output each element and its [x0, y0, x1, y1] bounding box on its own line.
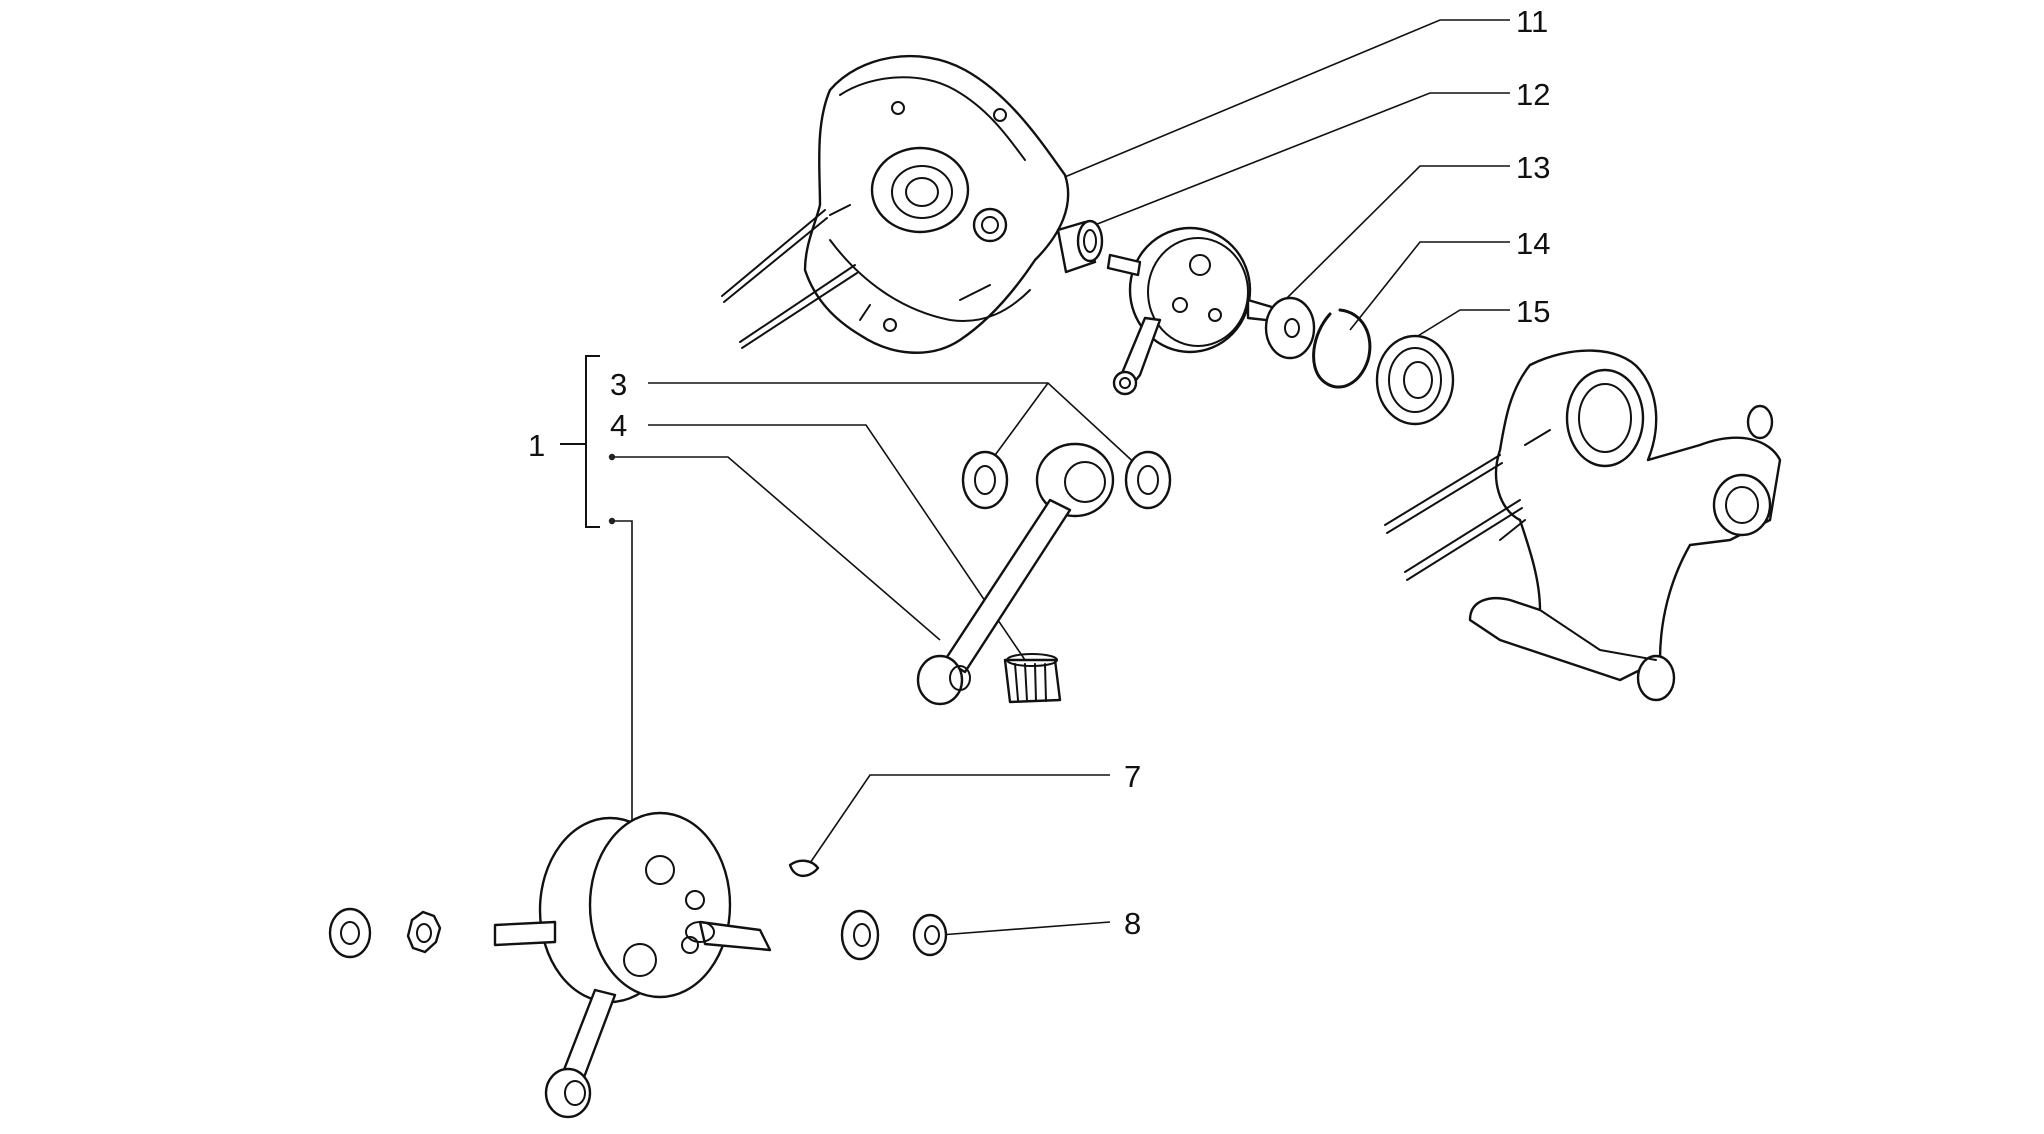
callout-labels: 1 3 4 7 8 11 12 13 14 15: [528, 4, 1550, 941]
callout-8: 8: [1124, 906, 1141, 941]
woodruff-key-drawing: [788, 859, 820, 878]
callout-15: 15: [1516, 294, 1550, 329]
leader-3b: [989, 382, 1049, 463]
ball-bearing-drawing: [1375, 334, 1455, 426]
washer-drawing: [1264, 296, 1316, 360]
bushing-drawing: [1056, 219, 1104, 274]
leader-crankshaft: [612, 520, 633, 850]
callout-12: 12: [1516, 77, 1550, 112]
leader-14: [1349, 241, 1510, 331]
leader-lines: [612, 19, 1510, 936]
leader-rod: [612, 456, 941, 641]
callout-7: 7: [1124, 759, 1141, 794]
leader-7: [807, 774, 1110, 867]
nut-and-lockwasher-drawing: [328, 907, 442, 959]
callout-4: 4: [610, 408, 627, 443]
crankshaft-drawing: [493, 811, 772, 1119]
callout-11: 11: [1516, 4, 1548, 39]
leader-11: [1047, 19, 1510, 185]
small-crankshaft-drawing: [1106, 226, 1286, 396]
callout-3: 3: [610, 367, 627, 402]
callout-1: 1: [528, 428, 545, 463]
circlip-drawing: [1312, 308, 1372, 389]
callout-13: 13: [1516, 150, 1550, 185]
leader-12: [1081, 92, 1510, 231]
leader-8: [939, 921, 1111, 936]
leader-13: [1284, 165, 1510, 301]
left-crankcase-drawing: [721, 54, 1070, 354]
bearing-and-nut-drawing: [840, 909, 948, 961]
right-crankcase-drawing: [1384, 349, 1782, 702]
group-bracket: [560, 355, 616, 528]
leader-4: [648, 424, 1026, 661]
callout-14: 14: [1516, 226, 1550, 261]
connecting-rod-drawing: [916, 442, 1172, 706]
